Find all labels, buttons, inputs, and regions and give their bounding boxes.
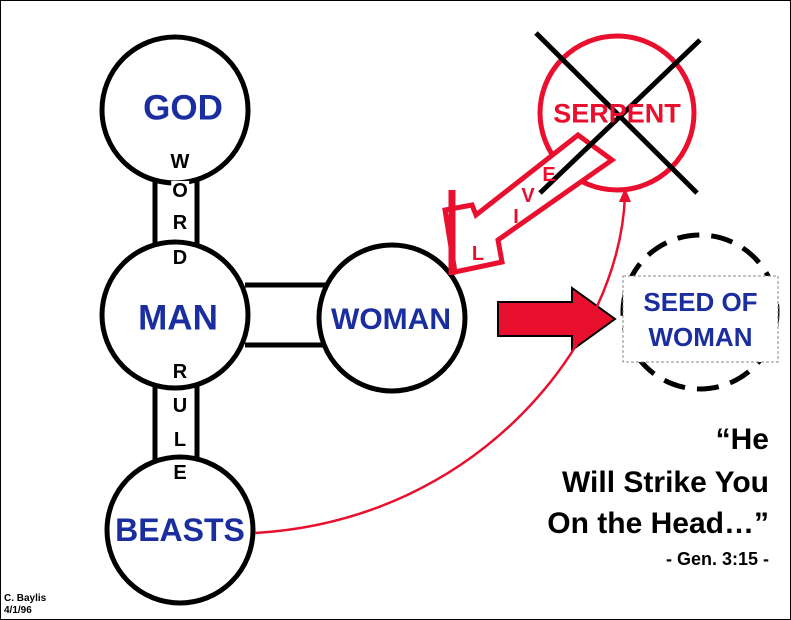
word-letter-w: W: [169, 151, 191, 173]
word-letter-o: O: [171, 180, 189, 202]
man-label: MAN: [138, 298, 218, 338]
serpent-label: SERPENT: [553, 98, 681, 129]
man-circle: [99, 239, 251, 391]
seed-label-line2: WOMAN: [648, 322, 753, 352]
seed-text-box: [622, 275, 779, 363]
word-letter-d: D: [171, 247, 189, 269]
rule-letter-l: L: [172, 429, 188, 451]
quote-line-3: On the Head…”: [547, 507, 769, 540]
curve-arrowhead: [619, 188, 631, 202]
beasts-circle: [104, 454, 256, 606]
evil-letter-i: I: [513, 206, 519, 228]
author-credit: C. Baylis: [4, 593, 47, 604]
man-woman-connector: [245, 282, 330, 348]
evil-letter-e: E: [542, 164, 556, 186]
beasts-label: BEASTS: [115, 512, 245, 548]
god-label: GOD: [143, 88, 223, 128]
quote-line-2: Will Strike You: [562, 466, 769, 499]
quote-reference: - Gen. 3:15 -: [665, 549, 769, 569]
beasts-to-serpent-curve: [254, 194, 627, 535]
seed-label-line1: SEED OF: [643, 287, 758, 317]
evil-letter-v: V: [521, 185, 535, 207]
word-letter-r: R: [171, 212, 189, 234]
rule-letter-e: E: [172, 462, 188, 484]
man-beasts-connector: [152, 380, 200, 462]
big-red-arrow: [497, 286, 617, 352]
woman-circle: [316, 242, 468, 394]
author-date: 4/1/96: [4, 605, 32, 616]
cross-out-x: [534, 31, 702, 195]
rule-letter-r: R: [171, 361, 189, 383]
rule-letter-u: U: [171, 395, 189, 417]
evil-letter-l: L: [471, 243, 485, 265]
woman-label: WOMAN: [331, 303, 451, 336]
quote-line-1: “He: [715, 423, 769, 456]
